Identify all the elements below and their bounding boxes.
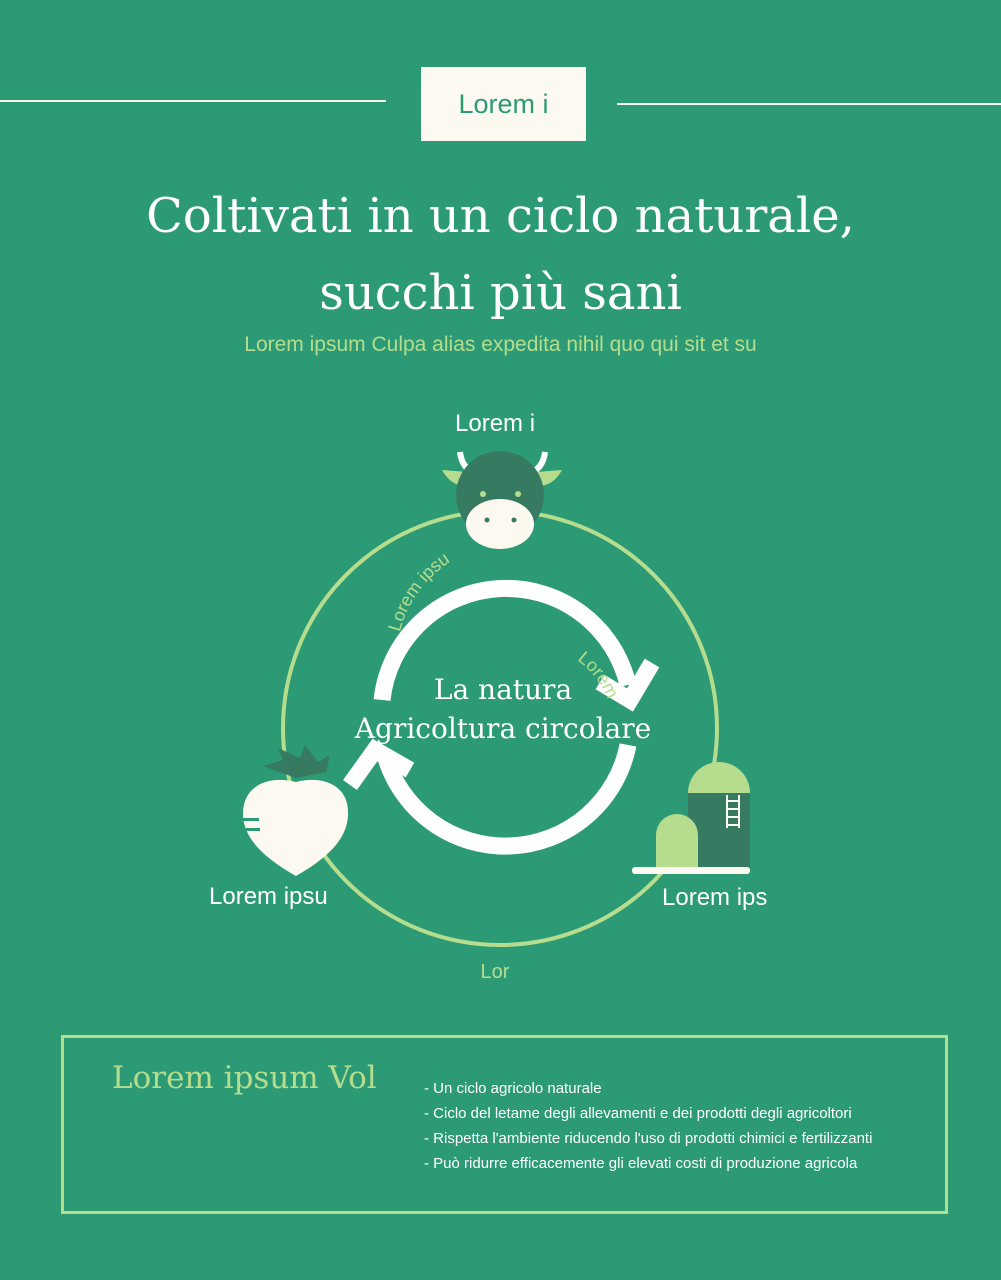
node-label-left: Lorem ipsu <box>209 883 328 910</box>
info-list: - Un ciclo agricolo naturale - Ciclo del… <box>424 1076 872 1176</box>
header-left-rule <box>0 100 386 102</box>
header-right-rule <box>617 103 1001 105</box>
list-item: - Un ciclo agricolo naturale <box>424 1080 602 1097</box>
title-line-2: succhi più sani <box>319 265 682 321</box>
list-item: - Ciclo del letame degli allevamenti e d… <box>424 1105 852 1122</box>
title-line-1: Coltivati in un ciclo naturale, <box>146 188 855 244</box>
silo-icon <box>632 762 750 874</box>
node-label-top: Lorem i <box>455 410 536 437</box>
arc-label-3: Lor <box>481 961 510 983</box>
diagram-center-text: La natura Agricoltura circolare <box>330 670 676 748</box>
list-item: - Rispetta l'ambiente riducendo l'uso di… <box>424 1130 873 1147</box>
cycle-arrows-icon <box>343 579 660 855</box>
header-tag: Lorem i <box>421 67 586 141</box>
info-box: Lorem ipsum Vol - Un ciclo agricolo natu… <box>61 1035 948 1214</box>
page-title: Coltivati in un ciclo naturale, succhi p… <box>0 178 1001 332</box>
list-item: - Può ridurre efficacemente gli elevati … <box>424 1155 858 1172</box>
center-line-1: La natura <box>433 673 573 706</box>
cow-icon <box>442 451 562 549</box>
center-line-2: Agricoltura circolare <box>354 712 652 745</box>
page-subtitle: Lorem ipsum Culpa alias expedita nihil q… <box>244 333 757 356</box>
node-label-right: Lorem ips <box>662 884 768 911</box>
info-title: Lorem ipsum Vol <box>112 1060 377 1096</box>
radish-icon <box>242 745 349 876</box>
